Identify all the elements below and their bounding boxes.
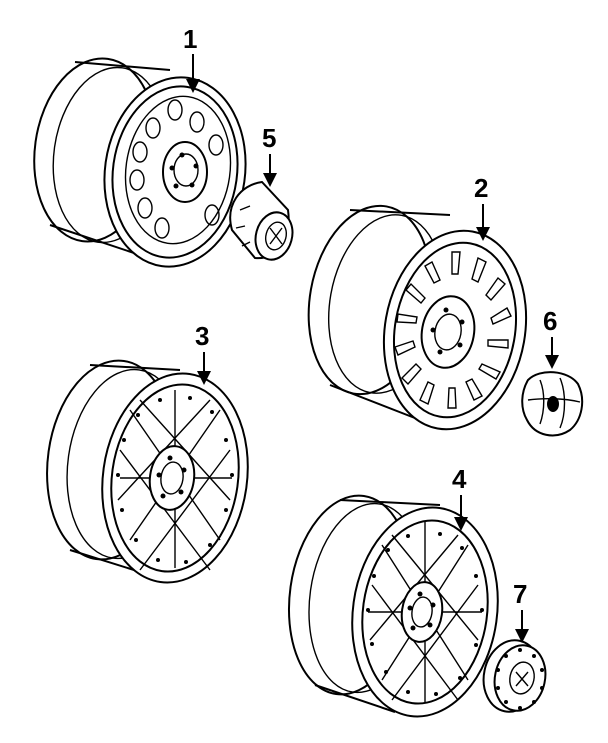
callout-6: 6 [543,306,559,369]
callout-label-6: 6 [543,306,557,336]
round-center-cap-part-7[interactable] [477,635,551,717]
callout-3: 3 [195,321,211,385]
callout-2: 2 [474,173,490,241]
callout-label-4: 4 [452,464,467,494]
callout-4: 4 [452,464,468,531]
callout-1: 1 [183,24,200,93]
center-cap-part-6[interactable] [521,371,584,437]
callout-label-7: 7 [513,579,527,609]
mesh-wheel-part-4[interactable] [277,488,511,726]
mesh-wheel-part-3[interactable] [35,352,261,592]
callout-7: 7 [513,579,529,643]
steel-wheel-part-1[interactable] [23,51,258,276]
callout-label-3: 3 [195,321,209,351]
callout-5: 5 [262,123,277,187]
callout-label-1: 1 [183,24,197,54]
callout-label-2: 2 [474,173,488,203]
alloy-wheel-part-2[interactable] [294,196,541,441]
callout-label-5: 5 [262,123,276,153]
hub-cap-part-5[interactable] [229,180,297,264]
